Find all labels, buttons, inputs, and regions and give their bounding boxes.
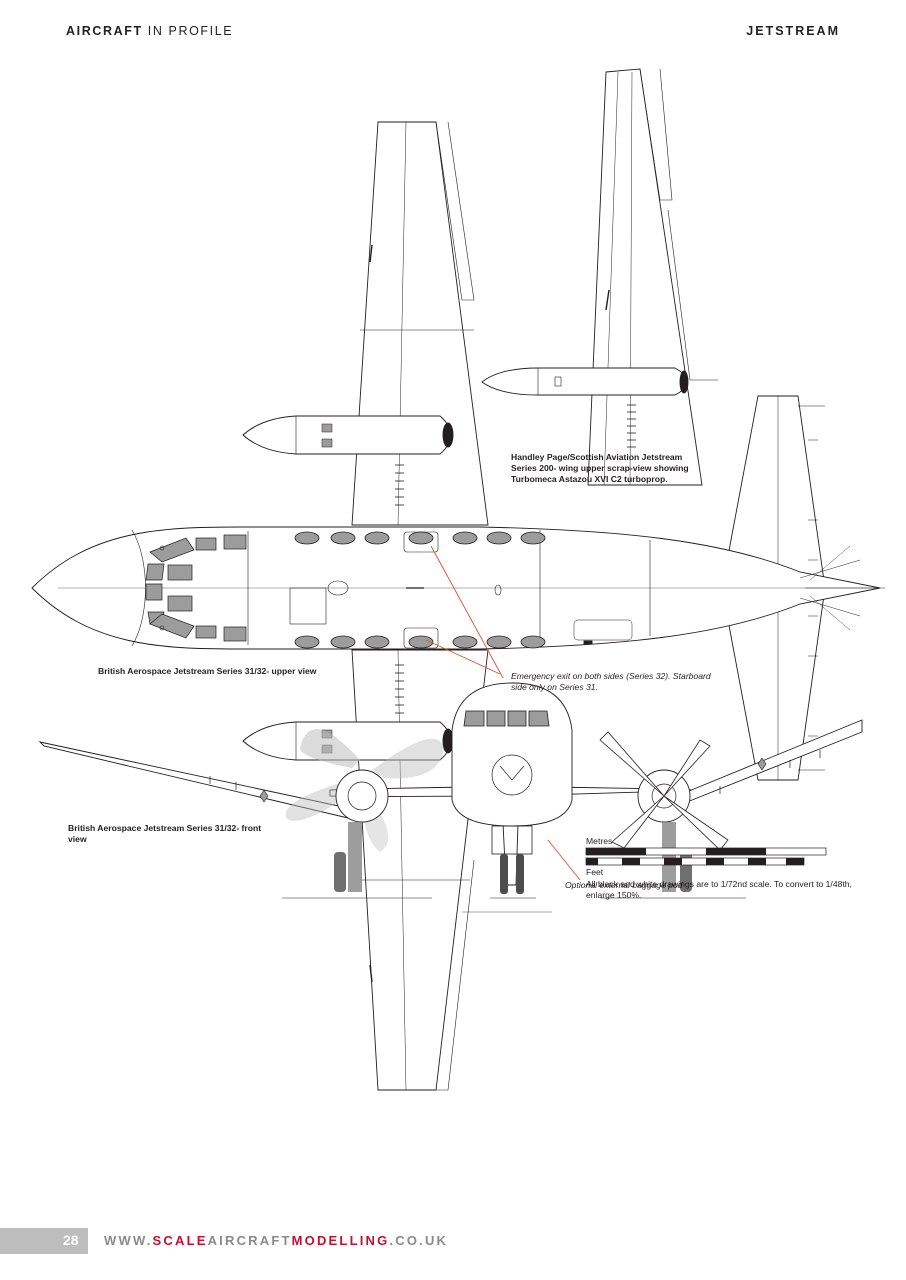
series200-wing-scrap-view	[481, 68, 718, 486]
page-footer: 28 WWW.SCALEAIRCRAFTMODELLING.CO.UK	[0, 1228, 906, 1254]
url-scale: SCALE	[152, 1233, 208, 1248]
scale-note: All black and white drawings are to 1/72…	[586, 879, 852, 900]
caption-baggage-pod: Optional external baggage pod	[565, 880, 683, 890]
section-header: AIRCRAFT IN PROFILE	[66, 24, 233, 38]
upper-view-wing-port	[351, 121, 489, 526]
scale-metres-label: Metres	[586, 836, 613, 846]
page-number: 28	[63, 1232, 79, 1248]
leader-lines	[425, 545, 581, 881]
caption-upper-view: British Aerospace Jetstream Series 31/32…	[98, 666, 317, 676]
page-number-tab	[0, 1228, 88, 1254]
url-aircraft: AIRCRAFT	[207, 1233, 292, 1248]
section-header-bold: AIRCRAFT	[66, 24, 143, 38]
url-prefix: WWW.	[104, 1233, 153, 1248]
footer-url[interactable]: WWW.SCALEAIRCRAFTMODELLING.CO.UK	[104, 1233, 448, 1248]
upper-view-engine-port	[242, 415, 454, 455]
scale-feet-label: Feet	[586, 867, 604, 877]
caption-front-view: British Aerospace Jetstream Series 31/32…	[68, 823, 262, 844]
scale-bar	[585, 847, 827, 866]
article-title: JETSTREAM	[746, 24, 840, 38]
caption-series200: Handley Page/Scottish Aviation Jetstream…	[511, 452, 689, 484]
aircraft-drawing	[31, 68, 885, 1091]
upper-view-fuselage	[31, 526, 885, 650]
section-header-rest: IN PROFILE	[142, 24, 234, 38]
caption-emergency-exit: Emergency exit on both sides (Series 32)…	[511, 671, 711, 692]
url-suffix: .CO.UK	[389, 1233, 449, 1248]
url-modelling: MODELLING	[291, 1233, 390, 1248]
front-view	[38, 682, 863, 913]
